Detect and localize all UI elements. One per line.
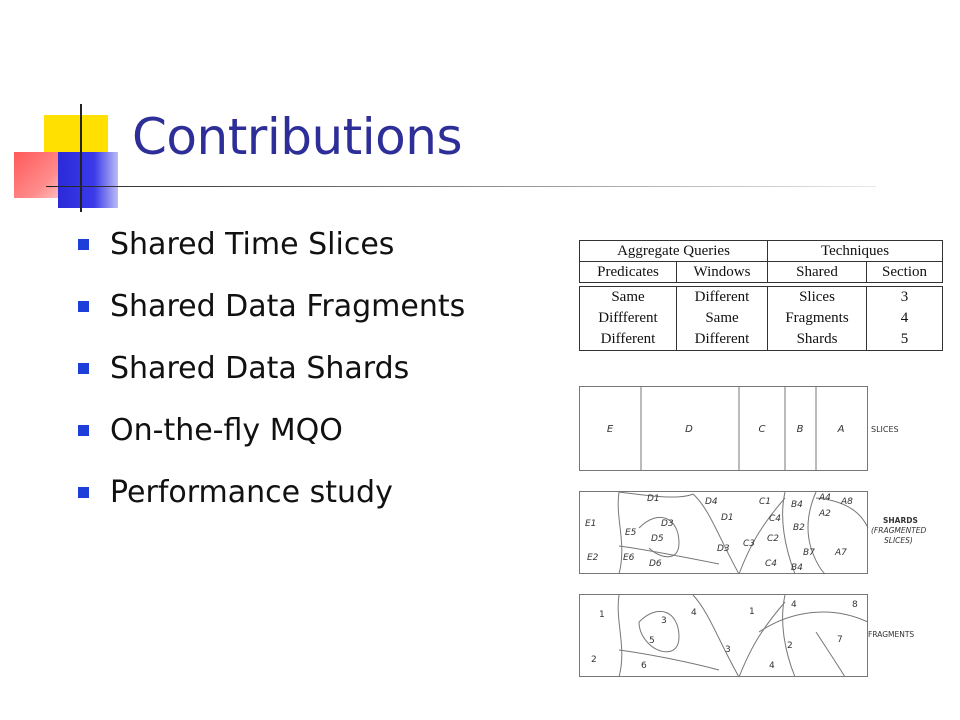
shards-caption: (FRAGMENTED <box>871 526 927 535</box>
shard-label: D1 <box>647 494 660 504</box>
shard-label: C4 <box>765 559 777 569</box>
table-column-header: Predicates <box>579 261 677 283</box>
table-row: Diffferent Same Fragments 4 <box>579 308 943 329</box>
fragment-label: 8 <box>852 600 858 610</box>
bullet-square-icon <box>78 363 89 374</box>
bullet-item: Performance study <box>78 470 465 532</box>
fragments-caption: FRAGMENTS <box>868 630 914 639</box>
fragment-label: 1 <box>749 607 755 617</box>
shards-caption: SHARDS <box>883 516 918 525</box>
table-cell: 4 <box>866 308 943 329</box>
shard-label: C2 <box>767 534 779 544</box>
fragment-label: 4 <box>791 600 797 610</box>
slices-diagram: E D C B A SLICES <box>579 386 949 474</box>
table-cell: Same <box>579 286 677 308</box>
slice-label: D <box>685 424 693 435</box>
bullet-item: Shared Data Fragments <box>78 284 465 346</box>
table-separator <box>579 282 943 287</box>
bullet-text: Performance study <box>110 475 393 510</box>
fragments-diagram: 1 4 1 4 8 3 5 7 3 2 2 6 4 FRAGMENTS <box>579 592 949 682</box>
table-cell: Different <box>579 329 677 351</box>
shard-label: A7 <box>834 548 847 558</box>
shard-label: C1 <box>759 497 771 507</box>
fragment-label: 4 <box>691 608 697 618</box>
shard-label: E6 <box>623 553 635 563</box>
bullet-square-icon <box>78 301 89 312</box>
shard-label: A8 <box>840 497 853 507</box>
table-cell: 5 <box>866 329 943 351</box>
fragment-label: 3 <box>661 616 667 626</box>
shard-label: E2 <box>587 553 599 563</box>
table-group-header-row: Aggregate Queries Techniques <box>579 240 943 262</box>
shard-label: D4 <box>705 497 718 507</box>
shard-label: D1 <box>721 513 734 523</box>
slice-label: E <box>607 424 614 435</box>
techniques-table: Aggregate Queries Techniques Predicates … <box>579 240 943 351</box>
shard-label: E1 <box>585 519 596 529</box>
fragment-label: 2 <box>787 641 793 651</box>
shard-label: C4 <box>769 514 781 524</box>
shard-label: B7 <box>803 548 815 558</box>
shard-label: C3 <box>743 539 755 549</box>
slice-label: B <box>797 424 804 435</box>
shard-label: B4 <box>791 500 803 510</box>
shard-label: D3 <box>661 519 674 529</box>
bullet-list: Shared Time Slices Shared Data Fragments… <box>78 222 465 532</box>
table-cell: Different <box>676 286 768 308</box>
shard-label: B2 <box>793 523 805 533</box>
table-group-header: Techniques <box>767 240 943 262</box>
bullet-square-icon <box>78 425 89 436</box>
shard-label: D6 <box>649 559 662 569</box>
table-cell: Fragments <box>767 308 867 329</box>
fragment-label: 6 <box>641 661 647 671</box>
table-cell: Different <box>676 329 768 351</box>
shards-diagram: D1 D4 C1 B4 A4 A8 E1 D3 D1 C4 A2 E5 D5 B… <box>579 488 949 578</box>
title-underline <box>46 186 876 187</box>
bullet-text: On-the-fly MQO <box>110 413 343 448</box>
bullet-text: Shared Data Fragments <box>110 289 466 324</box>
fragment-label: 3 <box>725 645 731 655</box>
table-cell: 3 <box>866 286 943 308</box>
table-column-header: Shared <box>767 261 867 283</box>
table-cell: Slices <box>767 286 867 308</box>
shard-label: A4 <box>818 493 831 503</box>
bullet-text: Shared Data Shards <box>110 351 410 386</box>
shard-label: D3 <box>717 544 730 554</box>
fragment-label: 1 <box>599 610 605 620</box>
table-column-header: Windows <box>676 261 768 283</box>
shards-caption: SLICES) <box>884 536 913 545</box>
table-cell: Same <box>676 308 768 329</box>
shard-label: E5 <box>625 528 637 538</box>
table-row: Different Different Shards 5 <box>579 329 943 351</box>
bullet-item: On-the-fly MQO <box>78 408 465 470</box>
shard-label: A2 <box>818 509 831 519</box>
table-group-header: Aggregate Queries <box>579 240 768 262</box>
slice-label: A <box>837 424 845 435</box>
fragment-label: 7 <box>837 635 843 645</box>
deco-vertical-line <box>80 104 82 212</box>
bullet-square-icon <box>78 487 89 498</box>
fragment-label: 2 <box>591 655 597 665</box>
table-column-header: Section <box>866 261 943 283</box>
slice-label: C <box>759 424 766 435</box>
table-column-header-row: Predicates Windows Shared Section <box>579 261 943 283</box>
bullet-item: Shared Data Shards <box>78 346 465 408</box>
table-cell: Shards <box>767 329 867 351</box>
table-row: Same Different Slices 3 <box>579 286 943 308</box>
slices-caption: SLICES <box>871 425 899 434</box>
slide-title: Contributions <box>132 108 463 166</box>
bullet-text: Shared Time Slices <box>110 227 395 262</box>
bullet-square-icon <box>78 239 89 250</box>
bullet-item: Shared Time Slices <box>78 222 465 284</box>
shard-label: D5 <box>651 534 664 544</box>
table-cell: Diffferent <box>579 308 677 329</box>
fragment-label: 4 <box>769 661 775 671</box>
fragment-label: 5 <box>649 636 655 646</box>
deco-blue-square <box>58 152 118 208</box>
shard-label: B4 <box>791 563 803 573</box>
